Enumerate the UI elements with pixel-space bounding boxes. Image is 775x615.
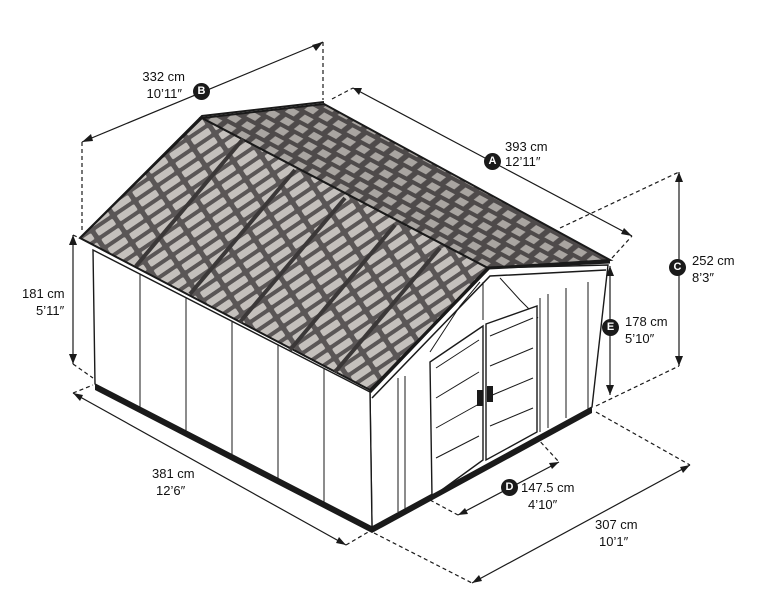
- dim-E-imperial: 5’10″: [625, 331, 655, 346]
- dim-D-metric: 147.5 cm: [521, 480, 575, 495]
- dim-E-metric: 178 cm: [625, 314, 668, 329]
- dim-C-imperial: 8’3″: [692, 270, 714, 285]
- dim-C-badge: C: [669, 259, 686, 276]
- dim-B-badge: B: [193, 83, 210, 100]
- dim-D-imperial: 4’10″: [528, 497, 558, 512]
- roof: [78, 101, 614, 399]
- dim-D-badge: D: [501, 479, 518, 496]
- dim-B-metric: 332 cm: [142, 69, 185, 84]
- side-length-metric: 381 cm: [152, 466, 195, 481]
- wall-height-metric: 181 cm: [22, 286, 65, 301]
- dim-C-metric: 252 cm: [692, 253, 735, 268]
- front-width-metric: 307 cm: [595, 517, 638, 532]
- double-door: [429, 305, 538, 499]
- dim-E-badge: E: [602, 319, 619, 336]
- side-length-imperial: 12’6″: [156, 483, 186, 498]
- dimension-arrowheads: [69, 42, 690, 583]
- dim-A-metric: 393 cm: [505, 139, 548, 154]
- dim-line-front-width: [471, 464, 691, 584]
- wall-height-imperial: 5’11″: [36, 303, 65, 318]
- front-width-imperial: 10’1″: [599, 534, 629, 549]
- dim-A-badge: A: [484, 153, 501, 170]
- dim-A-imperial: 12’11″: [505, 154, 541, 169]
- dim-line-side-length: [72, 392, 347, 546]
- dim-B-imperial: 10’11″: [146, 86, 182, 101]
